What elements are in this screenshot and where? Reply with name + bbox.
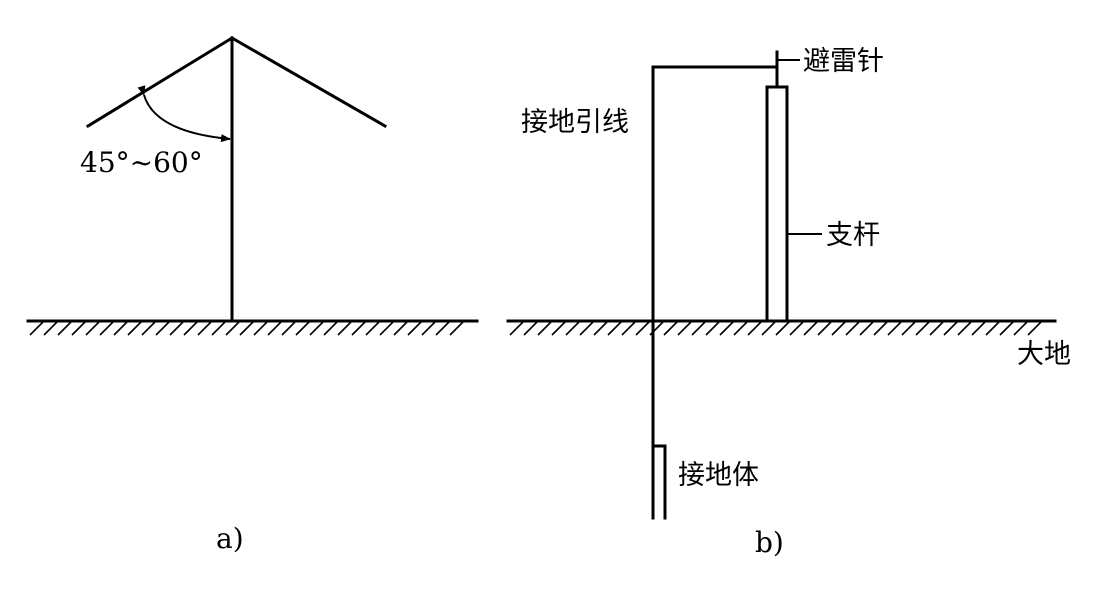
hatch-mark: [635, 321, 650, 336]
hatch-mark: [817, 321, 832, 336]
hatch-mark: [71, 321, 86, 336]
hatch-mark: [789, 321, 804, 336]
hatch-mark: [99, 321, 114, 336]
hatch-mark: [183, 321, 198, 336]
hatch-mark: [197, 321, 212, 336]
hatch-mark: [43, 321, 58, 336]
hatch-mark: [677, 321, 692, 336]
down-conductor: [651, 65, 779, 520]
hatch-mark: [1027, 321, 1042, 336]
hatch-mark: [663, 321, 678, 336]
hatch-mark: [57, 321, 72, 336]
angle-label: 45°~60°: [80, 146, 203, 179]
hatch-mark: [705, 321, 720, 336]
earth-label: 大地: [1017, 339, 1071, 370]
ground-electrode-label: 接地体: [678, 460, 759, 491]
ground-electrode: [651, 444, 667, 520]
hatch-mark: [267, 321, 282, 336]
hatch-mark: [169, 321, 184, 336]
hatch-mark: [407, 321, 422, 336]
hatch-mark: [435, 321, 450, 336]
hatch-mark: [113, 321, 128, 336]
lightning-rod-label: 避雷针: [803, 46, 884, 77]
hatch-mark: [127, 321, 142, 336]
hatch-mark: [985, 321, 1000, 336]
hatch-mark: [957, 321, 972, 336]
hatch-mark: [775, 321, 790, 336]
hatch-mark: [1013, 321, 1028, 336]
right-air-terminal: [229, 35, 388, 129]
panel-a-ground-hatching: [29, 321, 464, 336]
hatch-mark: [365, 321, 380, 336]
hatch-mark: [551, 321, 566, 336]
caption-b: b): [755, 526, 784, 559]
support-pole: [765, 85, 789, 323]
hatch-mark: [929, 321, 944, 336]
hatch-mark: [859, 321, 874, 336]
hatch-mark: [379, 321, 394, 336]
hatch-mark: [831, 321, 846, 336]
hatch-mark: [309, 321, 324, 336]
hatch-mark: [211, 321, 226, 336]
hatch-mark: [887, 321, 902, 336]
hatch-mark: [607, 321, 622, 336]
hatch-mark: [901, 321, 916, 336]
hatch-mark: [845, 321, 860, 336]
hatch-mark: [579, 321, 594, 336]
hatch-mark: [593, 321, 608, 336]
hatch-mark: [351, 321, 366, 336]
panel-a: 45°~60° a): [26, 35, 479, 555]
panel-b: 避雷针 接地引线 支杆 大地 接地体 b): [506, 46, 1071, 559]
hatch-mark: [155, 321, 170, 336]
hatch-mark: [915, 321, 930, 336]
panel-b-ground-hatching: [509, 321, 1042, 336]
hatch-mark: [761, 321, 776, 336]
caption-a: a): [216, 522, 244, 555]
hatch-mark: [239, 321, 254, 336]
hatch-mark: [141, 321, 156, 336]
left-air-terminal: [85, 35, 235, 129]
hatch-mark: [253, 321, 268, 336]
hatch-mark: [999, 321, 1014, 336]
hatch-mark: [621, 321, 636, 336]
hatch-mark: [523, 321, 538, 336]
hatch-mark: [943, 321, 958, 336]
hatch-mark: [323, 321, 338, 336]
hatch-mark: [421, 321, 436, 336]
hatch-mark: [537, 321, 552, 336]
hatch-mark: [719, 321, 734, 336]
hatch-mark: [281, 321, 296, 336]
hatch-mark: [85, 321, 100, 336]
hatch-mark: [295, 321, 310, 336]
hatch-mark: [747, 321, 762, 336]
hatch-mark: [803, 321, 818, 336]
angle-arc-arrow: [137, 85, 231, 143]
hatch-mark: [691, 321, 706, 336]
hatch-mark: [509, 321, 524, 336]
hatch-mark: [449, 321, 464, 336]
hatch-mark: [393, 321, 408, 336]
pole-label: 支杆: [826, 220, 880, 251]
hatch-mark: [873, 321, 888, 336]
hatch-mark: [337, 321, 352, 336]
down-conductor-label: 接地引线: [521, 107, 629, 138]
hatch-mark: [971, 321, 986, 336]
hatch-mark: [225, 321, 240, 336]
hatch-mark: [733, 321, 748, 336]
hatch-mark: [565, 321, 580, 336]
hatch-mark: [29, 321, 44, 336]
